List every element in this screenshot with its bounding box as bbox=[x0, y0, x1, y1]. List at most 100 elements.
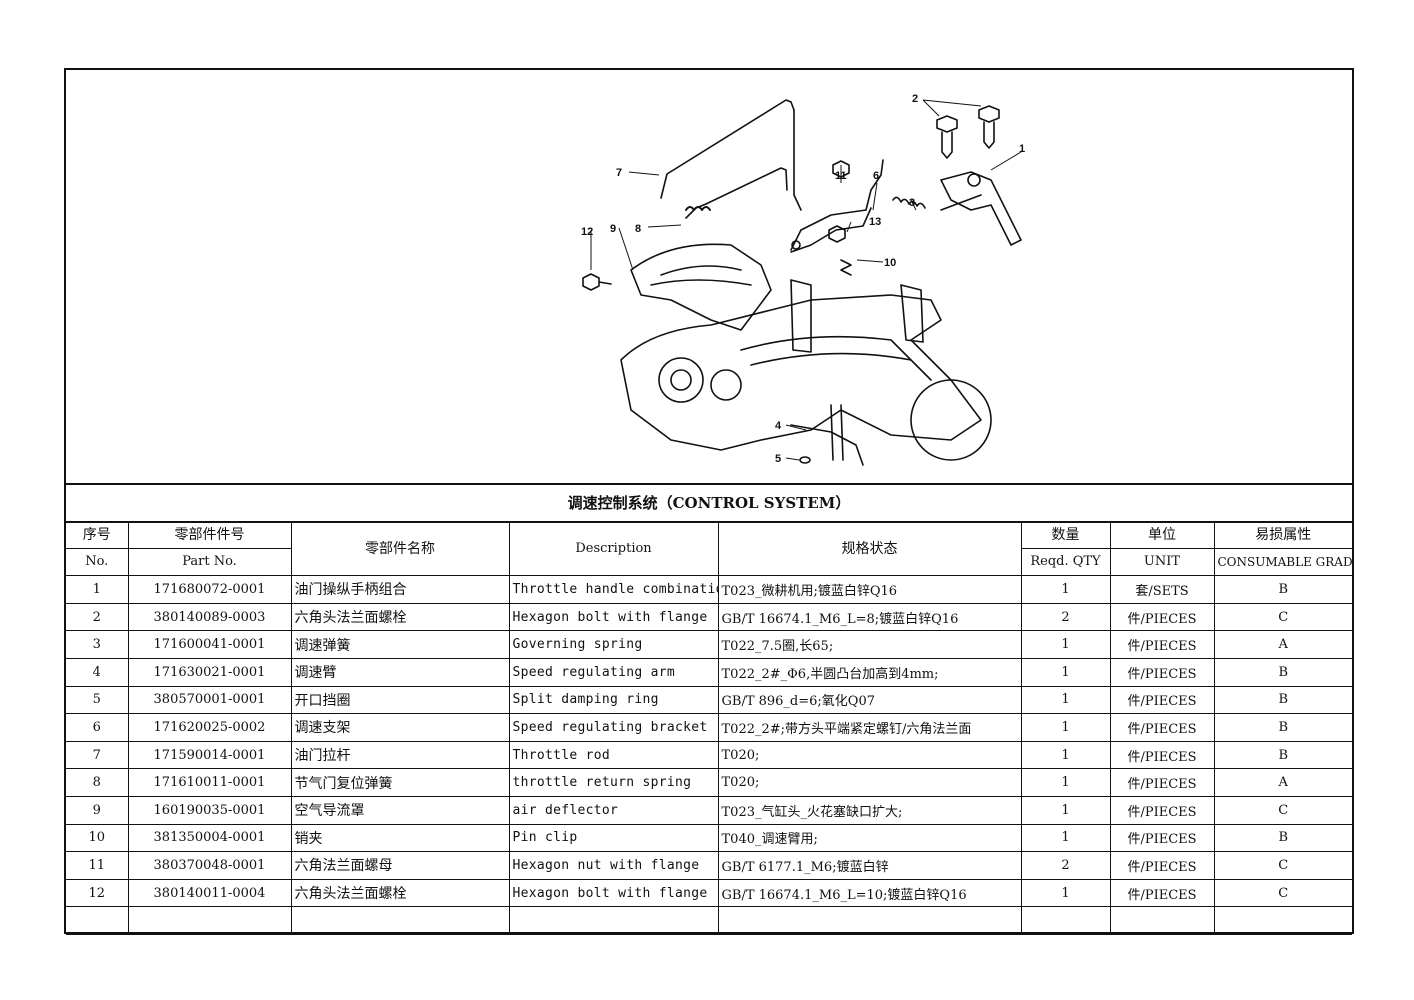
exploded-diagram: 7 8 9 12 11 6 3 13 10 2 1 4 5 bbox=[66, 70, 1352, 485]
cell-qty: 1 bbox=[1020, 575, 1111, 604]
cell-empty bbox=[127, 906, 292, 935]
cell-description: Hexagon bolt with flange bbox=[508, 602, 719, 632]
cell-grade: B bbox=[1213, 575, 1352, 604]
cell-name: 六角头法兰面螺栓 bbox=[290, 602, 510, 632]
cell-unit: 件/PIECES bbox=[1109, 851, 1215, 880]
cell-part-no: 171680072-0001 bbox=[127, 575, 292, 604]
cell-no: 2 bbox=[66, 602, 129, 632]
cell-unit: 件/PIECES bbox=[1109, 630, 1215, 659]
cell-no: 6 bbox=[66, 713, 129, 742]
cell-unit: 件/PIECES bbox=[1109, 685, 1215, 715]
callout-2: 2 bbox=[912, 93, 918, 105]
cell-empty bbox=[290, 906, 510, 935]
header-qty-cn: 数量 bbox=[1020, 521, 1111, 549]
cell-grade: B bbox=[1213, 740, 1352, 770]
cell-no: 7 bbox=[66, 740, 129, 770]
cell-no: 3 bbox=[66, 630, 129, 659]
throttle-handle-part bbox=[940, 171, 1022, 246]
cell-part-no: 171590014-0001 bbox=[127, 740, 292, 770]
callout-11: 11 bbox=[835, 170, 847, 182]
callout-1: 1 bbox=[1019, 143, 1025, 155]
cell-no: 10 bbox=[66, 823, 129, 853]
cell-part-no: 380370048-0001 bbox=[127, 851, 292, 880]
cell-no: 4 bbox=[66, 657, 129, 687]
cell-part-no: 171620025-0002 bbox=[127, 713, 292, 742]
cell-description: Speed regulating bracket bbox=[508, 713, 719, 742]
cell-unit: 件/PIECES bbox=[1109, 795, 1215, 825]
cell-no: 11 bbox=[66, 851, 129, 880]
cell-qty: 1 bbox=[1020, 740, 1111, 770]
cell-qty: 1 bbox=[1020, 630, 1111, 659]
header-row-en: No. Part No. Reqd. QTY UNIT CONSUMABLE G… bbox=[66, 547, 1352, 577]
cell-unit: 件/PIECES bbox=[1109, 713, 1215, 742]
cell-spec: GB/T 16674.1_M6_L=8;镀蓝白锌Q16 bbox=[717, 602, 1022, 632]
cell-unit: 件/PIECES bbox=[1109, 823, 1215, 853]
cell-qty: 1 bbox=[1020, 768, 1111, 797]
cell-qty: 2 bbox=[1020, 851, 1111, 880]
cell-grade: B bbox=[1213, 685, 1352, 715]
cell-part-no: 171610011-0001 bbox=[127, 768, 292, 797]
section-title-text: 调速控制系统（CONTROL SYSTEM） bbox=[567, 493, 851, 512]
cell-name: 销夹 bbox=[290, 823, 510, 853]
air-deflector-part bbox=[630, 243, 772, 331]
cell-qty: 1 bbox=[1020, 823, 1111, 853]
cell-name: 油门拉杆 bbox=[290, 740, 510, 770]
cell-description: Speed regulating arm bbox=[508, 657, 719, 687]
callout-5: 5 bbox=[775, 453, 781, 465]
cell-description: Governing spring bbox=[508, 630, 719, 659]
cell-description: Pin clip bbox=[508, 823, 719, 853]
cell-part-no: 171630021-0001 bbox=[127, 657, 292, 687]
header-unit-cn: 单位 bbox=[1109, 521, 1215, 549]
cell-description: Hexagon bolt with flange bbox=[508, 878, 719, 908]
header-part-en: Part No. bbox=[127, 547, 292, 577]
callout-3: 3 bbox=[909, 197, 915, 209]
cell-name: 空气导流罩 bbox=[290, 795, 510, 825]
cell-part-no: 380140011-0004 bbox=[127, 878, 292, 908]
cell-grade: B bbox=[1213, 657, 1352, 687]
cell-description: Throttle handle combinatio bbox=[508, 575, 719, 604]
header-unit-en: UNIT bbox=[1109, 547, 1215, 577]
cell-description: Hexagon nut with flange bbox=[508, 851, 719, 880]
cell-name: 六角法兰面螺母 bbox=[290, 851, 510, 880]
cell-spec: T023_气缸头_火花塞缺口扩大; bbox=[717, 795, 1022, 825]
header-grade-cn: 易损属性 bbox=[1213, 521, 1352, 549]
cell-unit: 件/PIECES bbox=[1109, 768, 1215, 797]
header-qty-en: Reqd. QTY bbox=[1020, 547, 1111, 577]
cell-name: 调速臂 bbox=[290, 657, 510, 687]
cell-name: 调速弹簧 bbox=[290, 630, 510, 659]
cell-grade: C bbox=[1213, 851, 1352, 880]
cell-spec: GB/T 16674.1_M6_L=10;镀蓝白锌Q16 bbox=[717, 878, 1022, 908]
cell-no: 9 bbox=[66, 795, 129, 825]
cell-description: throttle return spring bbox=[508, 768, 719, 797]
header-no-en: No. bbox=[66, 547, 129, 577]
cell-qty: 2 bbox=[1020, 602, 1111, 632]
header-name: 零部件名称 bbox=[290, 521, 510, 577]
header-row-cn: 序号 零部件件号 零部件名称 Description 规格状态 数量 单位 易损… bbox=[66, 521, 1352, 577]
cell-unit: 件/PIECES bbox=[1109, 740, 1215, 770]
cell-qty: 1 bbox=[1020, 795, 1111, 825]
cell-part-no: 380570001-0001 bbox=[127, 685, 292, 715]
document-frame: 7 8 9 12 11 6 3 13 10 2 1 4 5 调速控制系统（CON… bbox=[64, 68, 1354, 935]
section-title: 调速控制系统（CONTROL SYSTEM） bbox=[66, 483, 1352, 523]
parts-table: 序号 零部件件号 零部件名称 Description 规格状态 数量 单位 易损… bbox=[66, 521, 1352, 935]
cell-name: 六角头法兰面螺栓 bbox=[290, 878, 510, 908]
governor-bracket-part bbox=[790, 159, 884, 251]
cell-part-no: 160190035-0001 bbox=[127, 795, 292, 825]
cell-name: 调速支架 bbox=[290, 713, 510, 742]
callout-8: 8 bbox=[635, 223, 641, 235]
cell-part-no: 381350004-0001 bbox=[127, 823, 292, 853]
cell-unit: 件/PIECES bbox=[1109, 657, 1215, 687]
cell-empty bbox=[1109, 906, 1215, 935]
header-spec: 规格状态 bbox=[717, 521, 1022, 577]
cell-empty bbox=[717, 906, 1022, 935]
callout-13: 13 bbox=[869, 216, 881, 228]
cell-qty: 1 bbox=[1020, 878, 1111, 908]
cell-part-no: 380140089-0003 bbox=[127, 602, 292, 632]
callout-4: 4 bbox=[775, 420, 782, 432]
